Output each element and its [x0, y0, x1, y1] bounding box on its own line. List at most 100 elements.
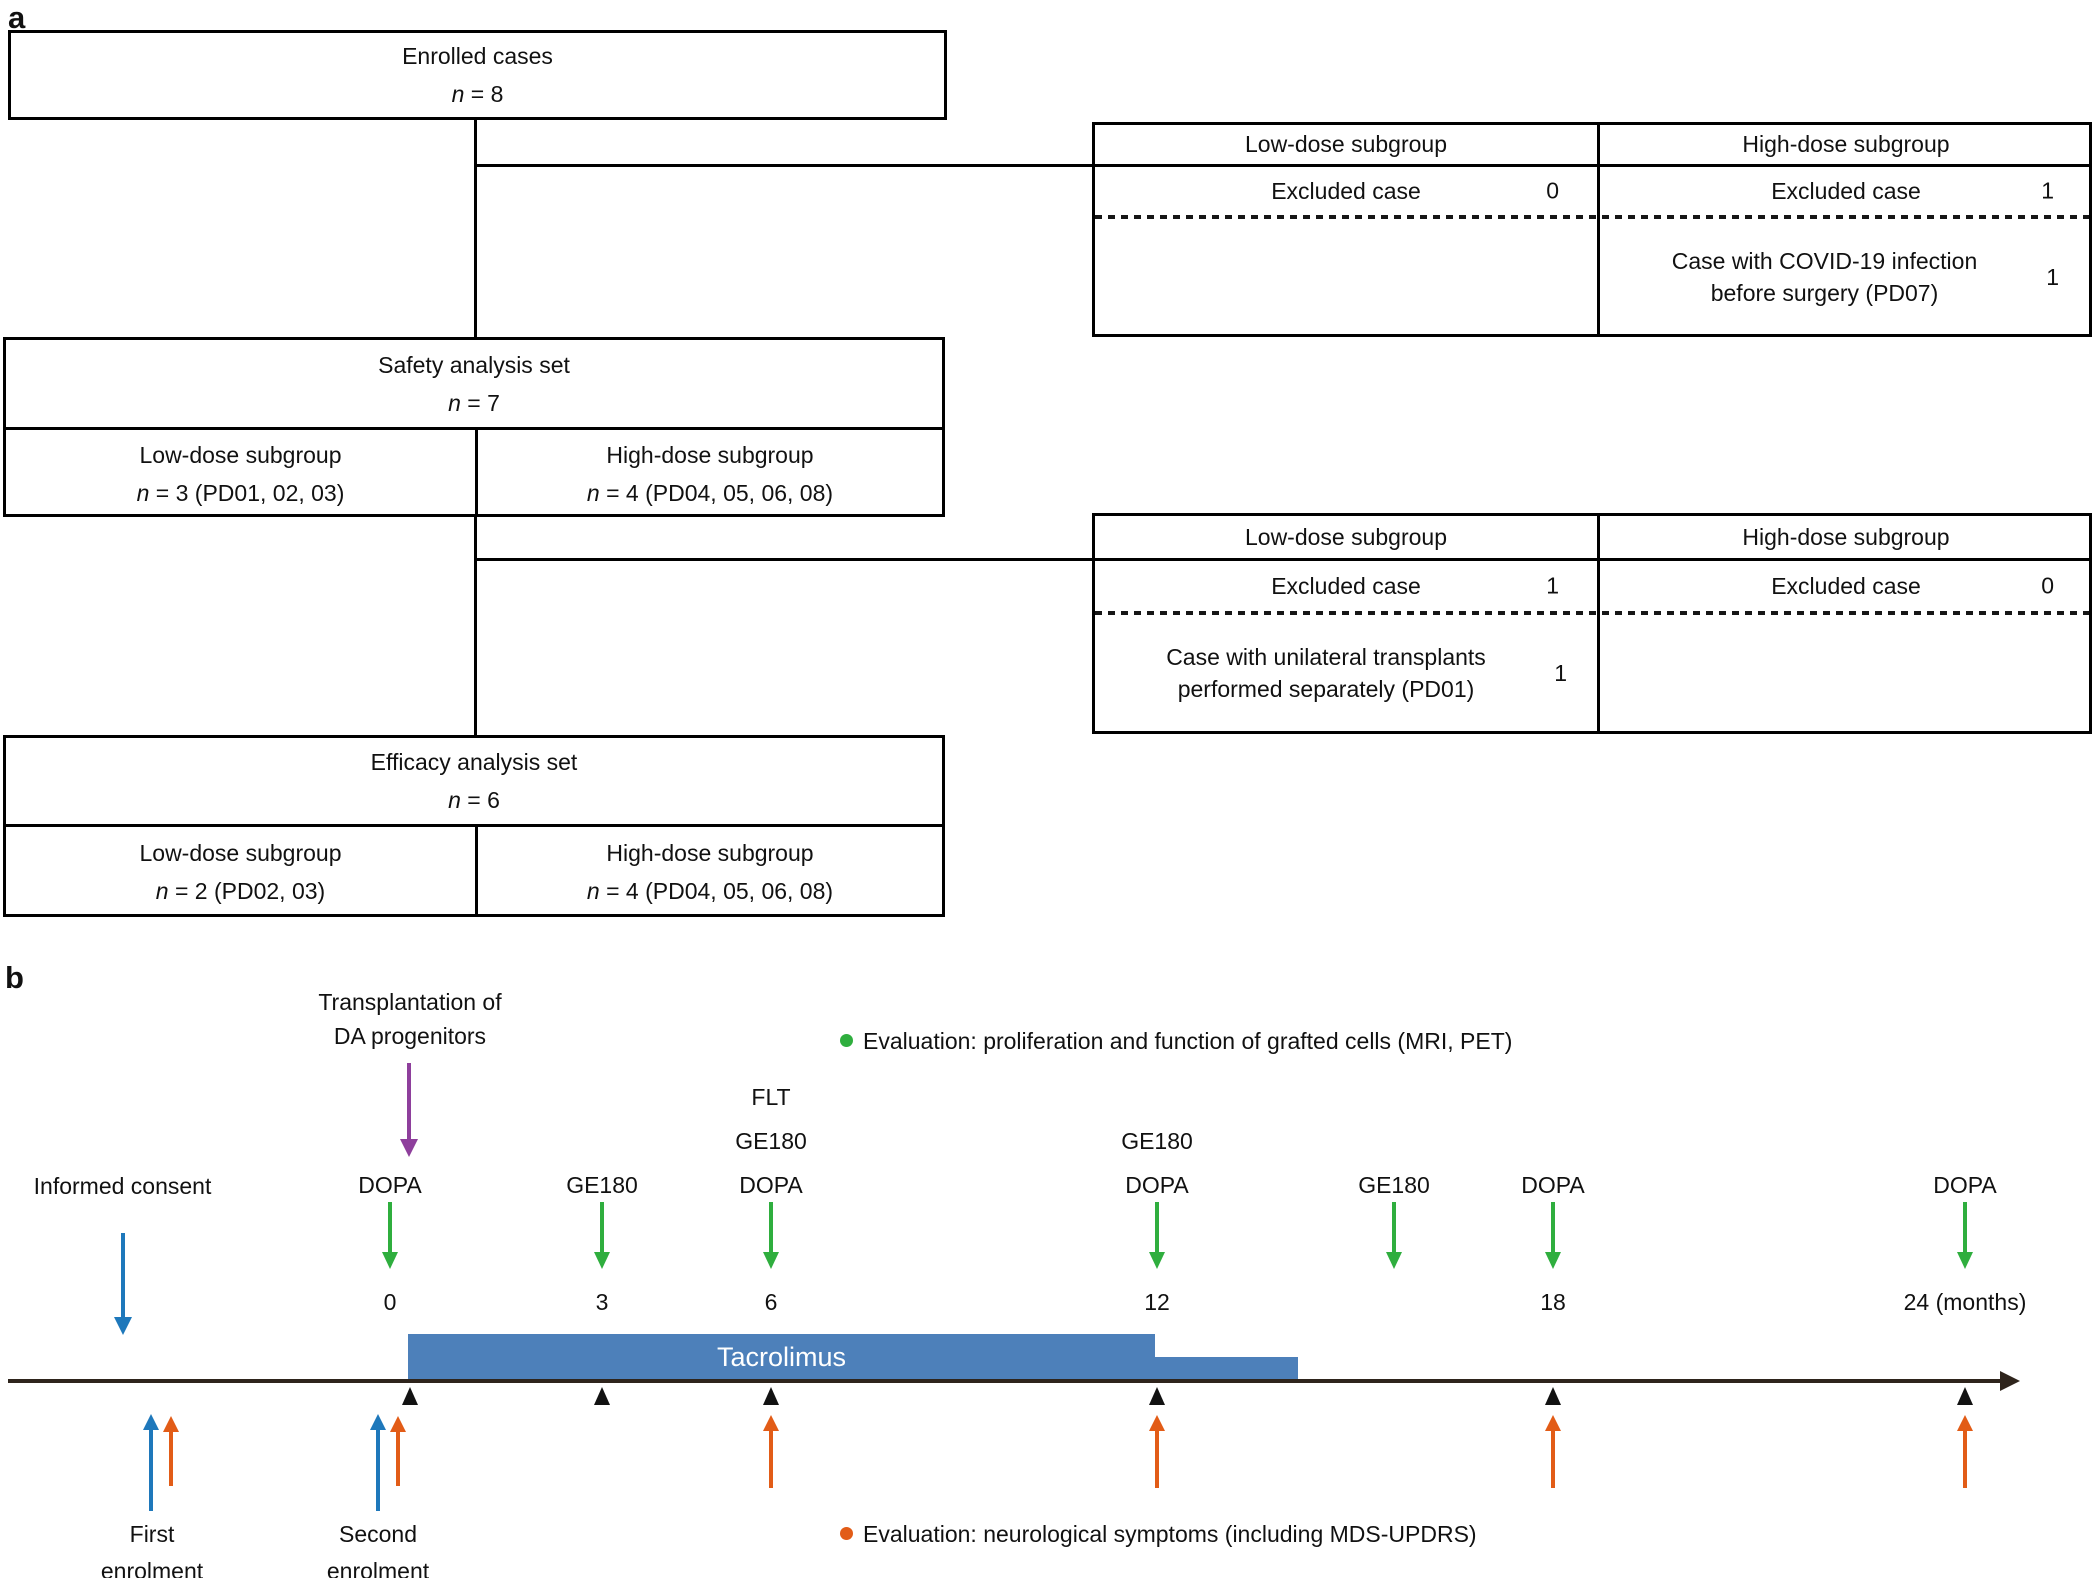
table1-excluded-high: Excluded case 1	[1600, 167, 2092, 215]
subgroup-n: n = 4 (PD04, 05, 06, 08)	[587, 872, 833, 910]
scan-label-row2	[280, 1126, 500, 1156]
scan-arrow-shaft	[1155, 1202, 1159, 1254]
informed-consent-arrow-head-icon	[114, 1317, 132, 1335]
n-value: = 4 (PD04, 05, 06, 08)	[599, 479, 834, 506]
efficacy-high-cell: High-dose subgroup n = 4 (PD04, 05, 06, …	[478, 827, 942, 917]
n-symbol: n	[136, 479, 150, 506]
scan-label-row1: FLT	[751, 1084, 791, 1110]
excluded-high-count: 0	[2041, 572, 2054, 599]
first-enrolment-orange-arrow-shaft	[169, 1429, 173, 1486]
table1-excluded-low: Excluded case 0	[1095, 167, 1597, 215]
scan-label-row3: GE180	[1358, 1172, 1430, 1198]
green-legend-dot-icon	[840, 1034, 853, 1047]
n-value: = 6	[460, 787, 500, 813]
n-symbol: n	[448, 389, 461, 416]
scan-arrow-shaft	[769, 1202, 773, 1254]
safety-low-cell: Low-dose subgroup n = 3 (PD01, 02, 03)	[6, 430, 478, 517]
scan-label-row2	[1855, 1126, 2075, 1156]
exclusion-table-2: Low-dose subgroup High-dose subgroup Exc…	[1092, 513, 2092, 734]
transplantation-label: Transplantation of DA progenitors	[255, 985, 565, 1053]
scan-label-row3: DOPA	[1521, 1172, 1585, 1198]
subgroup-title: High-dose subgroup	[606, 441, 814, 468]
first-enrolment-blue-arrow-head-icon	[143, 1414, 159, 1430]
efficacy-analysis-box: Efficacy analysis set n = 6 Low-dose sub…	[3, 735, 945, 917]
scan-arrow-head-icon	[1957, 1252, 1973, 1269]
scan-label-row3: DOPA	[739, 1172, 803, 1198]
first-enrolment-blue-arrow-shaft	[149, 1427, 153, 1511]
timeline-tick-18-icon	[1545, 1387, 1561, 1405]
orange-legend-dot-icon	[840, 1527, 853, 1540]
timeline-tick-3-icon	[594, 1387, 610, 1405]
evaluation-arrow-12-shaft	[1155, 1428, 1159, 1488]
timepoint-0: DOPA 0	[280, 1082, 500, 1332]
excluded-low-count: 1	[1546, 572, 1559, 599]
tacrolimus-bar: Tacrolimus	[408, 1334, 1155, 1380]
reason-count: 1	[2046, 263, 2059, 290]
safety-n: n = 7	[448, 384, 500, 422]
excluded-case-label: Excluded case	[1771, 177, 1921, 204]
timepoint-12: GE180 DOPA 12	[1047, 1082, 1267, 1332]
timepoint-ge180-mid: GE180	[1284, 1082, 1504, 1332]
scan-arrow-head-icon	[1386, 1252, 1402, 1269]
table1-header-high: High-dose subgroup	[1742, 131, 1950, 157]
transplant-arrow-head-icon	[400, 1139, 418, 1157]
first-enrolment-line2: enrolment	[100, 1558, 204, 1578]
subgroup-n: n = 3 (PD01, 02, 03)	[137, 474, 345, 512]
informed-consent-label: Informed consent	[33, 1173, 212, 1199]
scan-label-row1	[280, 1082, 500, 1112]
second-enrolment-orange-arrow-head-icon	[390, 1416, 406, 1432]
n-symbol: n	[155, 878, 169, 904]
n-symbol: n	[586, 878, 600, 904]
second-enrolment-label: Second enrolment	[303, 1516, 453, 1578]
n-symbol: n	[448, 787, 461, 813]
timepoint-18: DOPA 18	[1443, 1082, 1663, 1332]
evaluation-arrow-24-head-icon	[1957, 1415, 1973, 1431]
timepoint-6: FLT GE180 DOPA 6	[661, 1082, 881, 1332]
legend-top-text: Evaluation: proliferation and function o…	[863, 1028, 1513, 1054]
subgroup-title: High-dose subgroup	[606, 840, 814, 866]
tacrolimus-taper-bar	[1155, 1357, 1298, 1380]
second-enrolment-line1: Second	[338, 1521, 417, 1547]
month-label: 3	[595, 1289, 609, 1315]
scan-arrow-shaft	[1392, 1202, 1396, 1254]
evaluation-arrow-6-head-icon	[763, 1415, 779, 1431]
column-divider	[1597, 125, 1600, 334]
scan-arrow-head-icon	[1545, 1252, 1561, 1269]
safety-analysis-box: Safety analysis set n = 7 Low-dose subgr…	[3, 337, 945, 517]
dashed-divider	[1095, 215, 2089, 219]
table1-header-low: Low-dose subgroup	[1244, 131, 1448, 157]
efficacy-title: Efficacy analysis set	[370, 749, 578, 775]
evaluation-arrow-24-shaft	[1963, 1428, 1967, 1488]
exclusion-table-1: Low-dose subgroup High-dose subgroup Exc…	[1092, 122, 2092, 337]
month-label: 18	[1540, 1289, 1566, 1315]
scan-label-row2	[1443, 1126, 1663, 1156]
efficacy-low-cell: Low-dose subgroup n = 2 (PD02, 03)	[6, 827, 478, 917]
second-enrolment-blue-arrow-shaft	[376, 1427, 380, 1511]
scan-arrow-shaft	[388, 1202, 392, 1254]
table2-reason-low: Case with unilateral transplants perform…	[1095, 615, 1597, 731]
n-value: = 7	[460, 389, 500, 416]
informed-consent-arrow-shaft	[121, 1233, 125, 1319]
n-value: = 2 (PD02, 03)	[168, 878, 326, 904]
connector-horizontal-2	[477, 558, 1092, 561]
timeline-tick-0-icon	[402, 1387, 418, 1405]
scan-label-row1	[1443, 1082, 1663, 1112]
month-label: 6	[764, 1289, 778, 1315]
timeline-arrow-head-icon	[2000, 1371, 2020, 1391]
safety-title: Safety analysis set	[378, 351, 570, 378]
enrolled-cases-n: n = 8	[452, 75, 504, 113]
n-value: = 3 (PD01, 02, 03)	[149, 479, 345, 506]
tacrolimus-label: Tacrolimus	[716, 1341, 847, 1372]
scan-label-row3: GE180	[566, 1172, 638, 1198]
evaluation-arrow-18-head-icon	[1545, 1415, 1561, 1431]
table2-excluded-low: Excluded case 1	[1095, 561, 1597, 611]
timeline-axis	[8, 1379, 2003, 1383]
excluded-case-label: Excluded case	[1271, 572, 1421, 599]
evaluation-arrow-12-head-icon	[1149, 1415, 1165, 1431]
scan-arrow-head-icon	[382, 1252, 398, 1269]
scan-arrow-shaft	[600, 1202, 604, 1254]
excluded-low-count: 0	[1546, 177, 1559, 204]
connector-vertical-1	[474, 120, 477, 339]
n-symbol: n	[586, 479, 600, 506]
